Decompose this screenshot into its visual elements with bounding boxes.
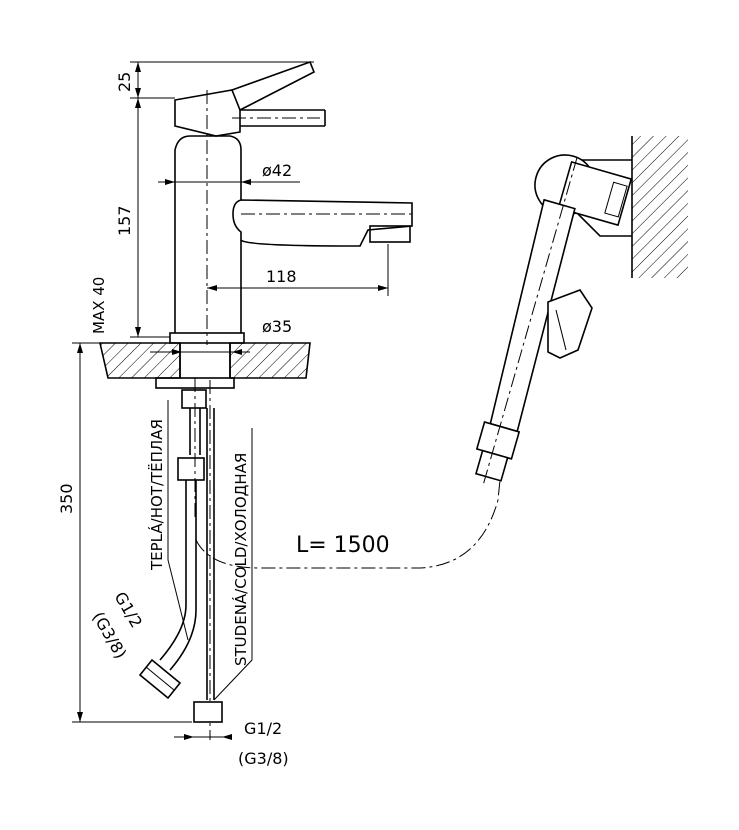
- dim-body-height: 157: [115, 205, 134, 236]
- spout-reach-dimension: [207, 244, 389, 296]
- dim-base-diameter: ø35: [262, 317, 292, 336]
- hot-thread-label: G1/2: [111, 589, 147, 632]
- cold-hose-label: STUDENÁ/COLD/ХОЛОДНАЯ: [231, 453, 250, 666]
- cold-label-bracket: [213, 428, 253, 701]
- hot-hose-fitting: [138, 658, 182, 700]
- shower-hose-length: L= 1500: [296, 533, 390, 558]
- dim-spout-reach: 118: [266, 267, 297, 286]
- dim-top-handle-height: 25: [115, 72, 134, 92]
- hot-hose-label: TEPLÁ/HOT/TЁПЛАЯ: [147, 419, 166, 571]
- dim-max-deck-thickness: MAX 40: [90, 277, 108, 334]
- left-dimension-lines: [72, 61, 314, 723]
- faucet-base: [169, 332, 245, 344]
- hand-shower: [475, 154, 633, 485]
- hot-label-bracket: [167, 400, 189, 641]
- deck-section: [98, 342, 311, 379]
- shower-hose-path: [195, 479, 501, 569]
- faucet-spout: [232, 199, 416, 247]
- dim-body-diameter: ø42: [262, 161, 292, 180]
- faucet-body: [174, 90, 242, 345]
- dim-overall-depth: 350: [57, 483, 76, 514]
- body-diameter-dimension: [158, 179, 300, 185]
- cold-thread-alt-label: (G3/8): [238, 749, 289, 768]
- cold-hose-fitting: [174, 701, 232, 740]
- hose-assembly: [159, 378, 215, 740]
- faucet-handle: [174, 60, 326, 137]
- shower-trigger: [547, 289, 593, 359]
- wall-section: [631, 136, 688, 278]
- cold-thread-label: G1/2: [244, 719, 282, 738]
